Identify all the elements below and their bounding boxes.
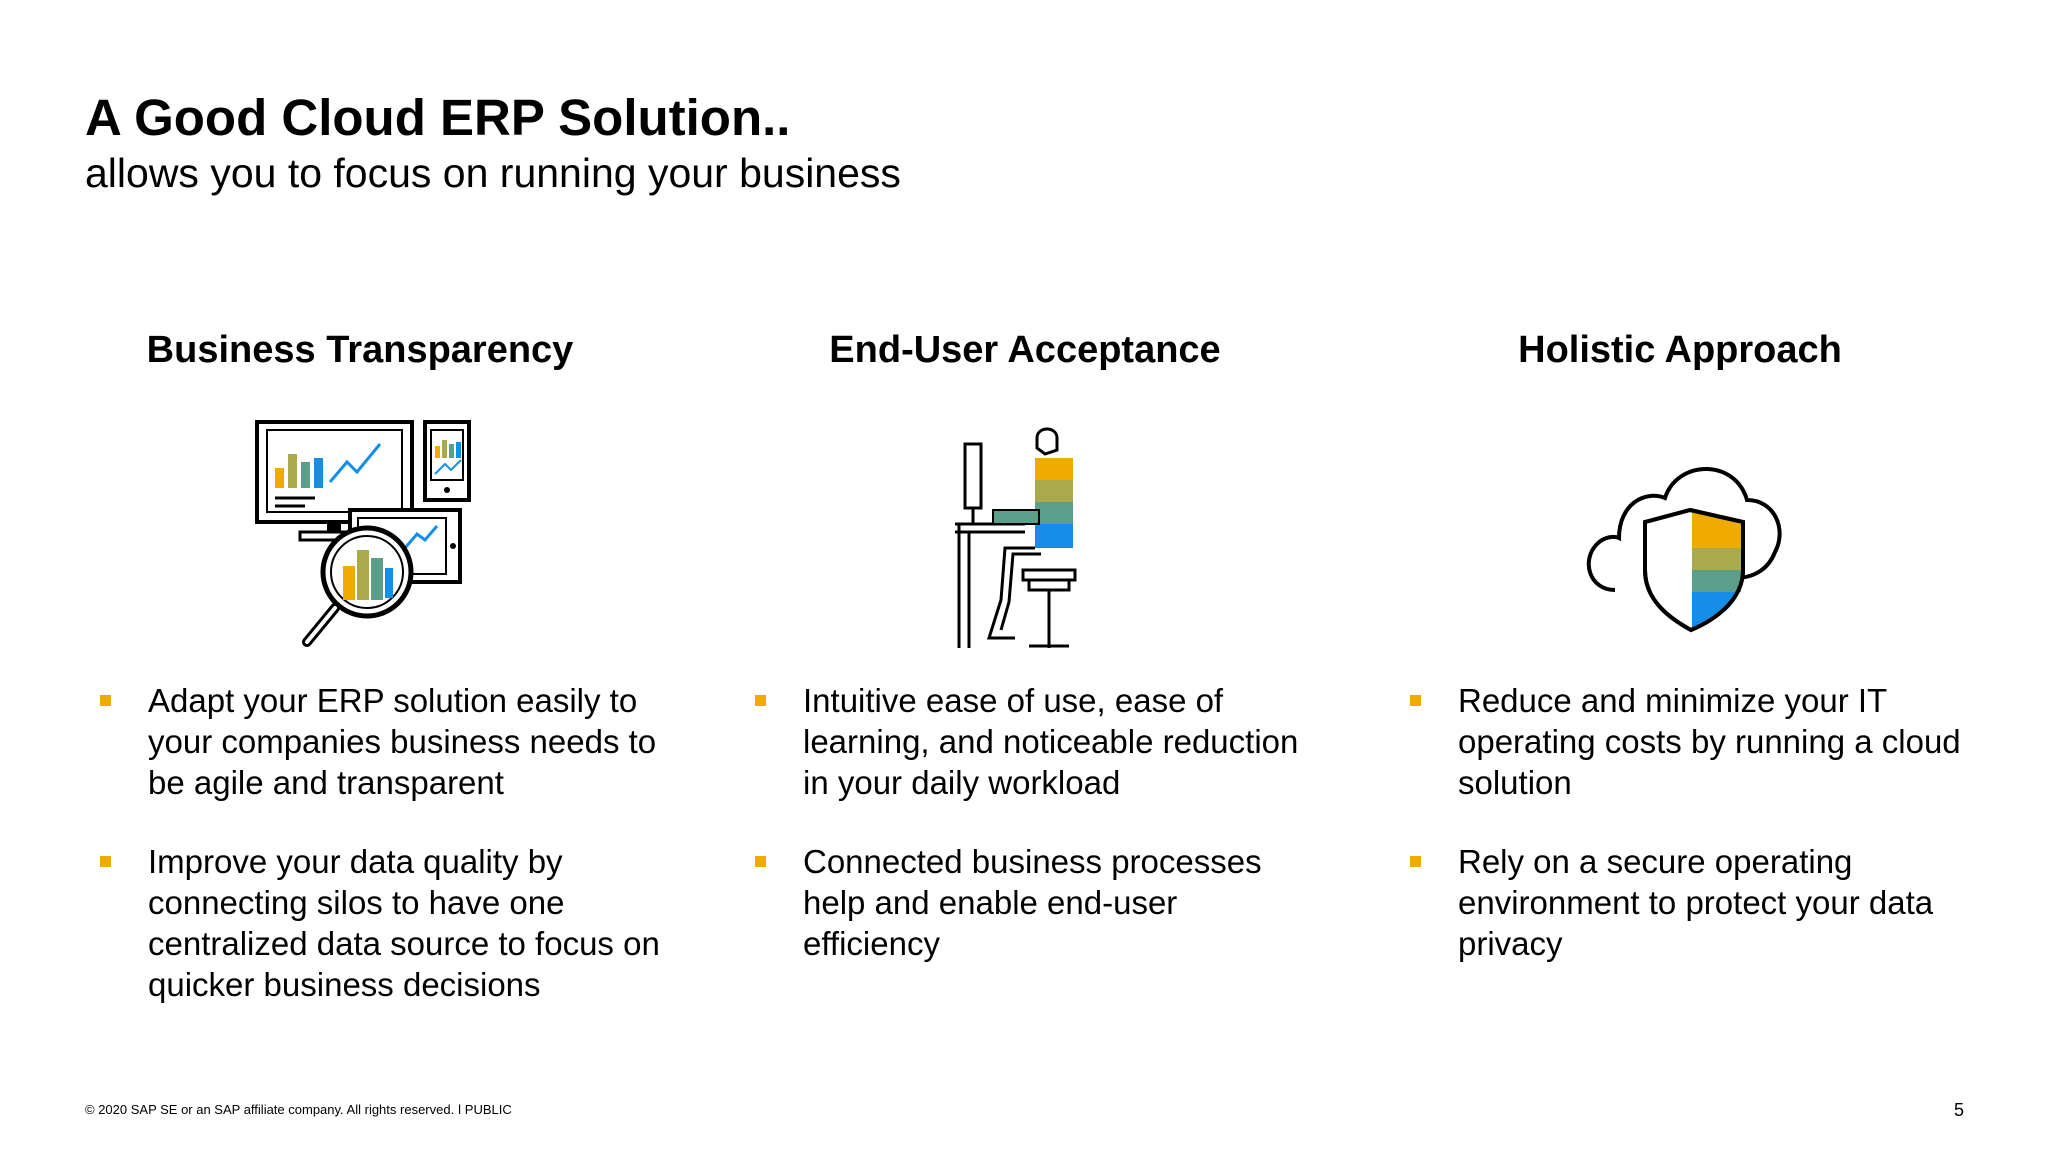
column-business-transparency: Business Transparency (50, 320, 690, 1003)
bullet-text: Connected business processes help and en… (803, 843, 1262, 962)
bullet-text: Improve your data quality by connecting … (148, 843, 660, 1003)
list-item: Improve your data quality by connecting … (100, 841, 660, 1005)
column-heading: Business Transparency (146, 329, 574, 371)
analytics-dashboard-icon (255, 420, 485, 650)
bullet-list: Intuitive ease of use, ease of learning,… (755, 680, 1315, 1002)
cloud-shield-icon (1575, 420, 1785, 650)
bullet-marker (1410, 695, 1421, 706)
footer-copyright: © 2020 SAP SE or an SAP affiliate compan… (85, 1102, 512, 1117)
bullet-marker (100, 856, 111, 867)
list-item: Adapt your ERP solution easily to your c… (100, 680, 660, 803)
column-heading: Holistic Approach (1518, 329, 1842, 371)
bullet-text: Rely on a secure operating environment t… (1458, 843, 1934, 962)
bullet-marker (755, 856, 766, 867)
bullet-marker (1410, 856, 1421, 867)
page-number: 5 (1953, 1100, 1964, 1120)
bullet-list: Adapt your ERP solution easily to your c… (100, 680, 660, 1043)
bullet-text: Intuitive ease of use, ease of learning,… (803, 682, 1299, 801)
bullet-marker (755, 695, 766, 706)
list-item: Reduce and minimize your IT operating co… (1410, 680, 1970, 803)
bullet-list: Reduce and minimize your IT operating co… (1410, 680, 1970, 1002)
user-at-desk-icon (945, 420, 1105, 650)
column-holistic-approach: Holistic Approach Reduce and minimize yo… (1360, 320, 2000, 962)
slide-subtitle: allows you to focus on running your busi… (85, 150, 901, 196)
column-end-user-acceptance: End-User Acceptance (705, 320, 1345, 962)
list-item: Connected business processes help and en… (755, 841, 1315, 964)
bullet-text: Adapt your ERP solution easily to your c… (148, 682, 657, 801)
bullet-text: Reduce and minimize your IT operating co… (1458, 682, 1961, 801)
bullet-marker (100, 695, 111, 706)
column-heading: End-User Acceptance (829, 329, 1221, 371)
list-item: Rely on a secure operating environment t… (1410, 841, 1970, 964)
list-item: Intuitive ease of use, ease of learning,… (755, 680, 1315, 803)
slide-title: A Good Cloud ERP Solution.. (85, 89, 791, 146)
